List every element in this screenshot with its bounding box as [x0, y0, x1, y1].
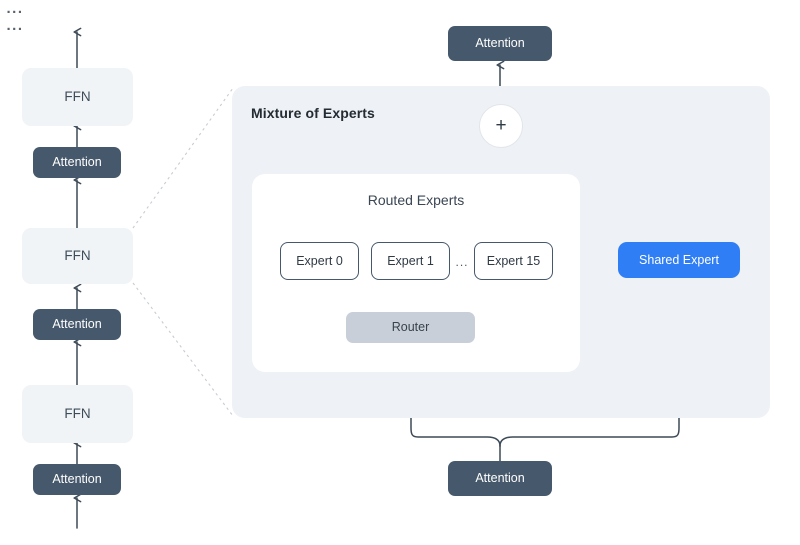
expert-box-1[interactable]: Expert 1 — [371, 242, 450, 280]
expert-box-0[interactable]: Expert 0 — [280, 242, 359, 280]
expert-box-15[interactable]: Expert 15 — [474, 242, 553, 280]
expert-label: Expert 15 — [486, 253, 541, 268]
shared-expert-block[interactable]: Shared Expert — [618, 242, 740, 278]
ffn-block-top: FFN — [22, 68, 133, 126]
dashed-connector-bottom — [132, 282, 234, 417]
attention-block-lower: Attention — [33, 464, 121, 495]
sum-node: + — [479, 104, 523, 148]
attention-label: Attention — [52, 472, 102, 487]
input-attention-block: Attention — [448, 461, 552, 496]
ffn-label: FFN — [64, 248, 91, 264]
ffn-label: FFN — [64, 89, 91, 105]
attention-label: Attention — [475, 471, 525, 486]
attention-label: Attention — [52, 155, 102, 170]
ffn-block-bottom: FFN — [22, 385, 133, 443]
experts-ellipsis: ... — [455, 255, 469, 269]
left-stack-bottom-ellipsis: ... — [6, 17, 24, 34]
router-label: Router — [391, 320, 430, 335]
ffn-block-middle-highlighted: FFN — [22, 228, 133, 284]
shared-expert-label: Shared Expert — [639, 252, 719, 267]
expert-label: Expert 1 — [387, 253, 434, 268]
attention-block-upper: Attention — [33, 147, 121, 178]
mixture-of-experts-title: Mixture of Experts — [251, 105, 375, 121]
ffn-label: FFN — [64, 406, 91, 422]
left-stack-top-ellipsis: ... — [6, 0, 24, 17]
routed-experts-title: Routed Experts — [367, 192, 465, 208]
attention-label: Attention — [52, 317, 102, 332]
expert-label: Expert 0 — [296, 253, 343, 268]
attention-block-middle: Attention — [33, 309, 121, 340]
plus-icon: + — [495, 115, 507, 136]
attention-label: Attention — [475, 36, 525, 51]
output-attention-block: Attention — [448, 26, 552, 61]
router-block[interactable]: Router — [346, 312, 475, 343]
dashed-connector-top — [132, 87, 234, 229]
